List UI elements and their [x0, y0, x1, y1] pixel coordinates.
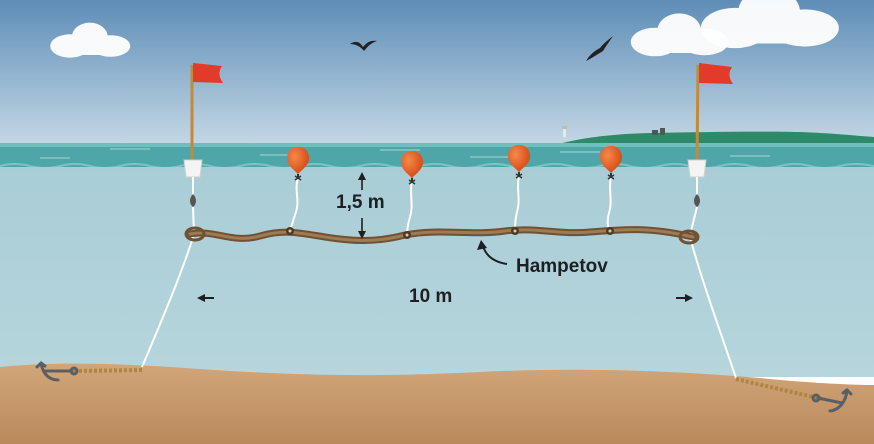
pointer-arrow — [477, 240, 508, 265]
anchor-line-left — [141, 233, 195, 368]
rope-label: Hampetov — [516, 256, 608, 277]
float-lines — [289, 175, 612, 235]
rope-loop-left — [184, 226, 206, 242]
width-arrow-left — [197, 294, 214, 302]
island — [555, 126, 874, 145]
flag-buoy-icon — [183, 63, 223, 234]
seagull-icon — [350, 40, 377, 51]
anchor-chain-left — [73, 368, 143, 373]
water — [0, 167, 874, 377]
depth-label: 1,5 m — [336, 192, 385, 213]
lighthouse-icon — [562, 126, 567, 137]
anchor-icon — [811, 388, 853, 413]
seagull-icon — [586, 36, 613, 61]
anchor-icon — [35, 361, 79, 382]
rope-loop-right — [678, 229, 700, 245]
seabed — [0, 363, 874, 444]
depth-arrow — [358, 172, 366, 239]
width-arrow-right — [676, 294, 693, 302]
width-label: 10 m — [409, 286, 453, 307]
anchor-line-right — [689, 236, 737, 379]
